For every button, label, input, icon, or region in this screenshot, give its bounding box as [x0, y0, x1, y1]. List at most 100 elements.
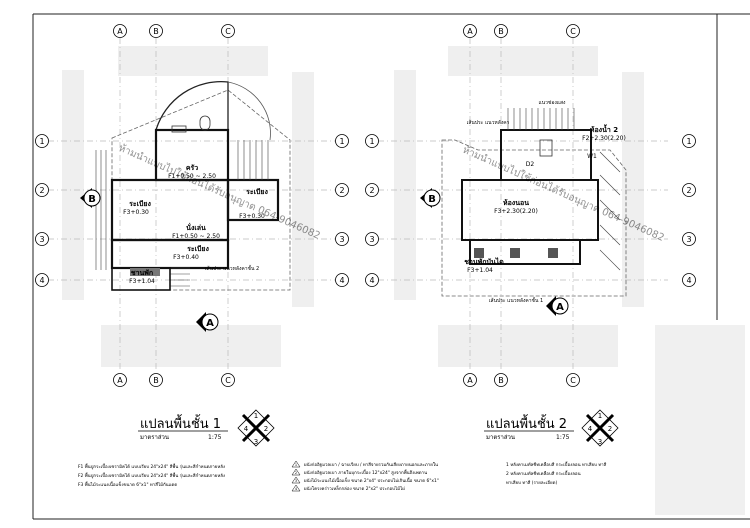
grid-bubble-row: 4 — [365, 273, 379, 287]
grid-bubble-col: A — [463, 373, 477, 387]
grid-bubble-row: 4 — [335, 273, 349, 287]
svg-text:2: 2 — [339, 186, 344, 195]
svg-text:C: C — [570, 27, 576, 36]
svg-text:ทาเสียบ ทาสี (รายละเอียด): ทาเสียบ ทาสี (รายละเอียด) — [506, 480, 557, 486]
svg-text:ผนังก่ออิฐมวลเบา / ฉาบเรียบ /: ผนังก่ออิฐมวลเบา / ฉาบเรียบ / ทาสีจายรวม… — [304, 462, 438, 468]
legend-wall: 1 ผนังก่ออิฐมวลเบา / ฉาบเรียบ / ทาสีจายรว… — [291, 460, 439, 492]
svg-text:3: 3 — [295, 479, 297, 483]
room-name: ครัว — [186, 164, 198, 172]
dimension-blocks — [62, 46, 644, 367]
grid-bubble-row: 4 — [682, 273, 696, 287]
legend-wall-item: 1 ผนังก่ออิฐมวลเบา / ฉาบเรียบ / ทาสีจายรว… — [291, 460, 438, 468]
svg-text:4: 4 — [295, 487, 298, 491]
svg-text:B: B — [153, 376, 159, 385]
svg-text:B: B — [498, 27, 504, 36]
room-name: นั่งเล่น — [186, 222, 206, 232]
room-level: F3+1.04 — [467, 267, 493, 274]
room-level: F1+0.50 ~ 2.50 — [172, 233, 220, 240]
section-marker-b-2: B — [420, 188, 441, 208]
svg-text:A: A — [467, 27, 473, 36]
title-block-placeholder — [655, 325, 745, 515]
svg-text:F1 พื้นปูกระเบื้องเซรามิคได้: F1 พื้นปูกระเบื้องเซรามิคได้ แบบเรียบ 24… — [78, 463, 225, 470]
svg-text:ผนังโครงคร่าวเหล็กกล่อง ขนาด 2: ผนังโครงคร่าวเหล็กกล่อง ขนาด 2"x2" ประกอ… — [304, 484, 405, 492]
svg-text:4: 4 — [39, 276, 44, 285]
grid-bubble-row: 3 — [335, 232, 349, 246]
section-marker-a-2: A — [546, 296, 569, 316]
grid-bubble-col: C — [566, 373, 580, 387]
plan-2 — [378, 38, 668, 372]
svg-text:ผนังไม้ระแนงไม้เนื้อแข็ง ขนาด: ผนังไม้ระแนงไม้เนื้อแข็ง ขนาด 2"x4" ประก… — [304, 476, 439, 484]
grid-bubble-col: A — [113, 24, 127, 38]
svg-text:4: 4 — [244, 425, 249, 433]
svg-text:4: 4 — [588, 425, 593, 433]
grid-bubble-col: B — [149, 24, 163, 38]
svg-text:B: B — [428, 194, 436, 205]
grid-bubble-row: 3 — [365, 232, 379, 246]
grid-bubble-row: 1 — [365, 134, 379, 148]
svg-text:1: 1 — [598, 412, 602, 420]
svg-text:3: 3 — [598, 438, 602, 446]
svg-text:B: B — [498, 376, 504, 385]
door-tag: D2 — [526, 161, 535, 168]
room-level: F3+0.30 — [123, 209, 149, 216]
svg-text:1: 1 — [295, 463, 297, 467]
svg-text:3: 3 — [339, 235, 344, 244]
room-level: F1+0.50 ~ 2.50 — [168, 173, 216, 180]
room-name: ชานพักบันได — [464, 257, 504, 266]
grid-bubble-col: C — [221, 24, 235, 38]
plan-scale: 1:75 — [556, 434, 570, 441]
plan-subtitle: มาตราส่วน — [486, 434, 515, 441]
svg-text:B: B — [153, 27, 159, 36]
plan-2-title: แปลนพื้นชั้น 2 มาตราส่วน 1:75 — [484, 414, 574, 441]
plan-scale: 1:75 — [208, 434, 222, 441]
svg-text:1 หลังคาเมทัลชีทเคลือบสี กระเ: 1 หลังคาเมทัลชีทเคลือบสี กระเบื้องลอน ทา… — [506, 461, 607, 468]
svg-text:1: 1 — [369, 137, 374, 146]
svg-text:3: 3 — [369, 235, 374, 244]
grid-bubble-row: 1 — [335, 134, 349, 148]
room-level: F3+0.40 — [173, 254, 199, 261]
grid-bubble-row: 4 — [35, 273, 49, 287]
room-name: ระเบียง — [246, 188, 268, 196]
svg-text:1: 1 — [339, 137, 344, 146]
legend-wall-item: 4 ผนังโครงคร่าวเหล็กกล่อง ขนาด 2"x2" ประก… — [291, 484, 405, 492]
svg-text:1: 1 — [39, 137, 44, 146]
svg-text:A: A — [556, 302, 564, 313]
svg-text:2: 2 — [369, 186, 374, 195]
plan-note: เส้นประ แนวหลังคา — [467, 119, 510, 126]
svg-text:1: 1 — [254, 412, 258, 420]
room-level: F3+2.30(2.20) — [494, 208, 538, 215]
svg-text:1: 1 — [686, 137, 691, 146]
grid-bubble-col: C — [566, 24, 580, 38]
room-name: ห้องนอน — [503, 198, 529, 207]
grid-bubble-row: 2 — [335, 183, 349, 197]
section-marker-b: B — [80, 188, 101, 208]
room-name: ห้องน้ำ 2 — [590, 123, 618, 134]
svg-text:F3 พื้นไม้ระแนงเนื้อแข็งขนาด: F3 พื้นไม้ระแนงเนื้อแข็งขนาด 6"x1" ทาสีไ… — [78, 480, 177, 488]
svg-text:4: 4 — [339, 276, 344, 285]
grid-bubble-col: A — [113, 373, 127, 387]
plan-title: แปลนพื้นชั้น 1 — [140, 414, 221, 432]
svg-text:A: A — [117, 27, 123, 36]
grid-bubble-row: 3 — [682, 232, 696, 246]
legend-wall-item: 3 ผนังไม้ระแนงไม้เนื้อแข็ง ขนาด 2"x4" ประ… — [291, 476, 439, 484]
svg-text:C: C — [570, 376, 576, 385]
grid-bubble-row: 2 — [365, 183, 379, 197]
grid-bubble-col: A — [463, 24, 477, 38]
room-level: F3+0.30 — [239, 213, 265, 220]
grid-bubble-row: 2 — [35, 183, 49, 197]
svg-text:3: 3 — [39, 235, 44, 244]
svg-text:4: 4 — [369, 276, 374, 285]
plan-1-title: แปลนพื้นชั้น 1 มาตราส่วน 1:75 — [138, 414, 228, 441]
plan-title: แปลนพื้นชั้น 2 — [486, 414, 567, 432]
plan-note: เส้นประ แนวหลังคาชั้น 2 — [205, 263, 259, 272]
svg-text:A: A — [206, 318, 214, 329]
svg-text:F2 พื้นปูกระเบื้องเซรามิคได้: F2 พื้นปูกระเบื้องเซรามิคได้ แบบเรียบ 24… — [78, 472, 225, 479]
plan-note: แนวช่องแสง — [538, 100, 566, 106]
legend-floor: F1 พื้นปูกระเบื้องเซรามิคได้ แบบเรียบ 24… — [78, 463, 225, 488]
grid-bubble-row: 3 — [35, 232, 49, 246]
svg-text:3: 3 — [254, 438, 258, 446]
